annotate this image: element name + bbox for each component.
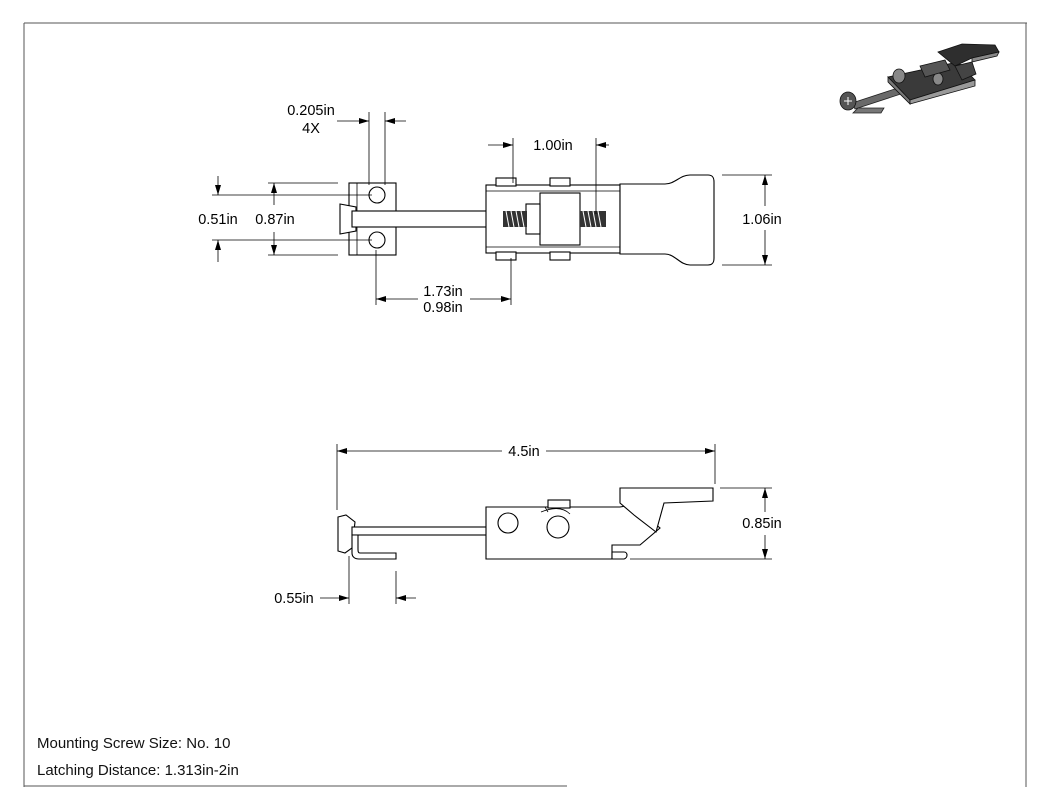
dim-hole-diameter: 0.205in (287, 103, 335, 119)
isometric-view (839, 43, 1000, 114)
dim-rod-length-min: 0.98in (423, 300, 463, 316)
side-pivot (546, 515, 570, 539)
draw-rod (351, 210, 501, 228)
top-dimensions: 0.205in 4X 0.51in 0.87in 1.00in 1.06 (198, 103, 782, 316)
dim-handle-width: 1.06in (742, 212, 782, 228)
dim-rod-length-max: 1.73in (423, 284, 463, 300)
side-view (337, 487, 714, 560)
sheet-border (23, 22, 1027, 787)
side-dimensions: 4.5in 0.85in 0.55in (274, 441, 782, 607)
handle (619, 174, 715, 266)
dim-overall-height: 0.85in (742, 516, 782, 532)
note-mounting-screw: Mounting Screw Size: No. 10 (37, 735, 231, 752)
side-rod (351, 526, 489, 536)
dim-hole-count: 4X (302, 121, 320, 137)
side-handle (619, 487, 714, 533)
dim-hook-offset: 0.55in (274, 591, 314, 607)
dim-overall-length: 4.5in (508, 444, 539, 460)
side-hook (351, 534, 397, 560)
side-hole (497, 512, 519, 534)
top-view (339, 174, 715, 266)
dim-adjustment: 1.00in (533, 138, 573, 154)
note-latching-distance: Latching Distance: 1.313in-2in (37, 762, 239, 779)
dim-base-height: 0.87in (255, 212, 295, 228)
adjust-nut (539, 192, 581, 246)
dim-hole-spacing: 0.51in (198, 212, 238, 228)
thread (503, 210, 606, 228)
